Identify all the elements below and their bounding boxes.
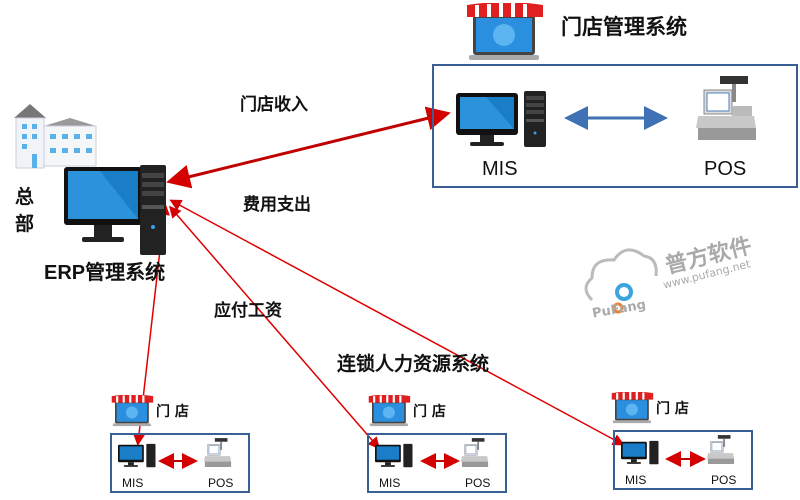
store-label: 门 店 <box>156 404 189 420</box>
cloud-logo-icon <box>584 248 658 314</box>
store3-arrow <box>169 199 625 446</box>
pos-label: POS <box>704 158 747 180</box>
hq-label: 总 部 <box>15 186 35 235</box>
mis-label: MIS <box>122 476 144 490</box>
mis-label: MIS <box>482 158 518 180</box>
erp-system-label: ERP管理系统 <box>44 262 166 284</box>
mis-label: MIS <box>625 473 647 487</box>
income-label: 门店收入 <box>240 95 308 115</box>
store2-arrow <box>169 205 380 450</box>
store-laptop-icon <box>368 395 411 427</box>
mis-label: MIS <box>379 476 401 490</box>
store-laptop-icon <box>467 2 543 60</box>
pos-label: POS <box>208 476 234 490</box>
pos-label: POS <box>711 473 737 487</box>
store-box: MIS POS <box>367 433 507 493</box>
hr-system-label: 连锁人力资源系统 <box>337 353 490 375</box>
wages-label: 应付工资 <box>214 301 282 321</box>
store-laptop-icon <box>611 392 654 424</box>
pos-label: POS <box>465 476 491 490</box>
store-box: MIS POS <box>110 433 250 493</box>
store-system-header: 门店管理系统 <box>465 2 687 73</box>
income-arrow <box>166 106 451 189</box>
store-system-box: MIS POS <box>432 64 798 188</box>
store-label: 门 店 <box>413 404 446 420</box>
store-box: MIS POS <box>613 430 753 490</box>
expense-label: 费用支出 <box>243 195 311 215</box>
store-system-title: 门店管理系统 <box>561 15 687 39</box>
store-label: 门 店 <box>656 401 689 417</box>
store-laptop-icon <box>111 395 154 427</box>
watermark: 普方软件 www.pufang.net PuFang <box>578 228 778 328</box>
